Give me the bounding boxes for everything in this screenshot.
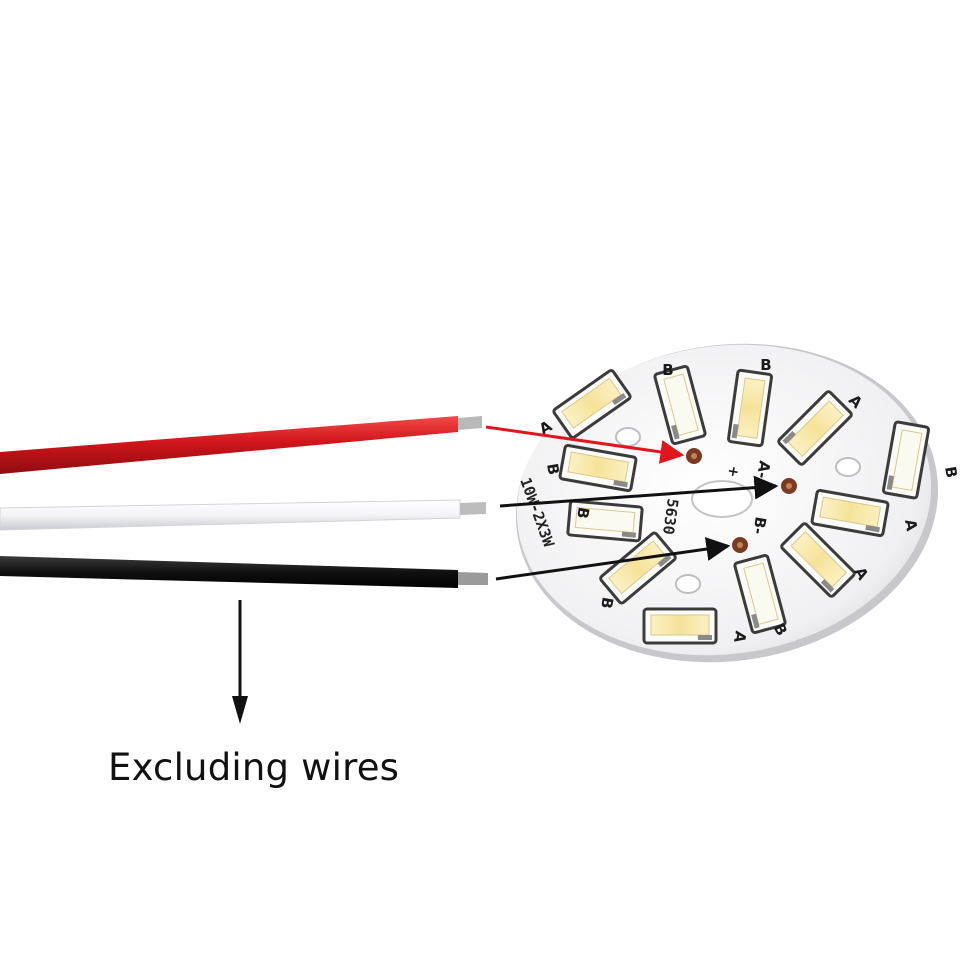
led-chip — [810, 488, 890, 538]
led-polarity-label: B — [597, 596, 617, 610]
led-polarity-label: B — [573, 506, 593, 520]
led-chip — [552, 369, 632, 439]
white-wire — [0, 499, 461, 531]
led-polarity-label: B — [543, 462, 563, 476]
red-wire-tip — [458, 416, 482, 430]
led-polarity-label: A — [901, 518, 921, 533]
led-polarity-label: B — [941, 465, 960, 479]
led-chip — [558, 443, 638, 493]
black-wire — [0, 556, 458, 588]
led-chip — [733, 554, 787, 634]
led-chip — [653, 365, 707, 445]
red-wire — [0, 416, 458, 474]
led-chip — [642, 607, 718, 645]
black-wire-tip — [458, 572, 488, 585]
mount-hole — [835, 457, 861, 477]
led-chip — [777, 390, 853, 466]
center-hole — [691, 480, 753, 518]
a-minus-pad-label: A- — [753, 459, 774, 480]
part-number-text: 5630 — [659, 497, 682, 535]
led-chip — [599, 531, 677, 605]
wires — [0, 416, 488, 588]
led-chip — [566, 499, 644, 543]
down-arrow-icon — [232, 600, 248, 724]
led-chip — [727, 368, 773, 448]
black-wire-arrow — [495, 537, 731, 581]
mount-hole — [675, 574, 701, 594]
white-wire-arrow — [499, 475, 779, 508]
red-arrow — [485, 425, 685, 464]
led-polarity-label: A — [730, 630, 750, 645]
mount-hole — [615, 427, 641, 447]
connection-arrows — [485, 425, 779, 581]
led-polarity-label: B — [760, 356, 771, 374]
solder-pads — [686, 448, 797, 553]
caption-text: Excluding wires — [108, 746, 400, 789]
white-wire-tip — [460, 502, 486, 515]
led-chip — [881, 420, 931, 500]
led-chip — [780, 522, 856, 598]
b-minus-pad-label: B- — [749, 515, 770, 536]
led-polarity-label: B — [662, 361, 673, 379]
positive-pad-label: + — [724, 464, 742, 478]
